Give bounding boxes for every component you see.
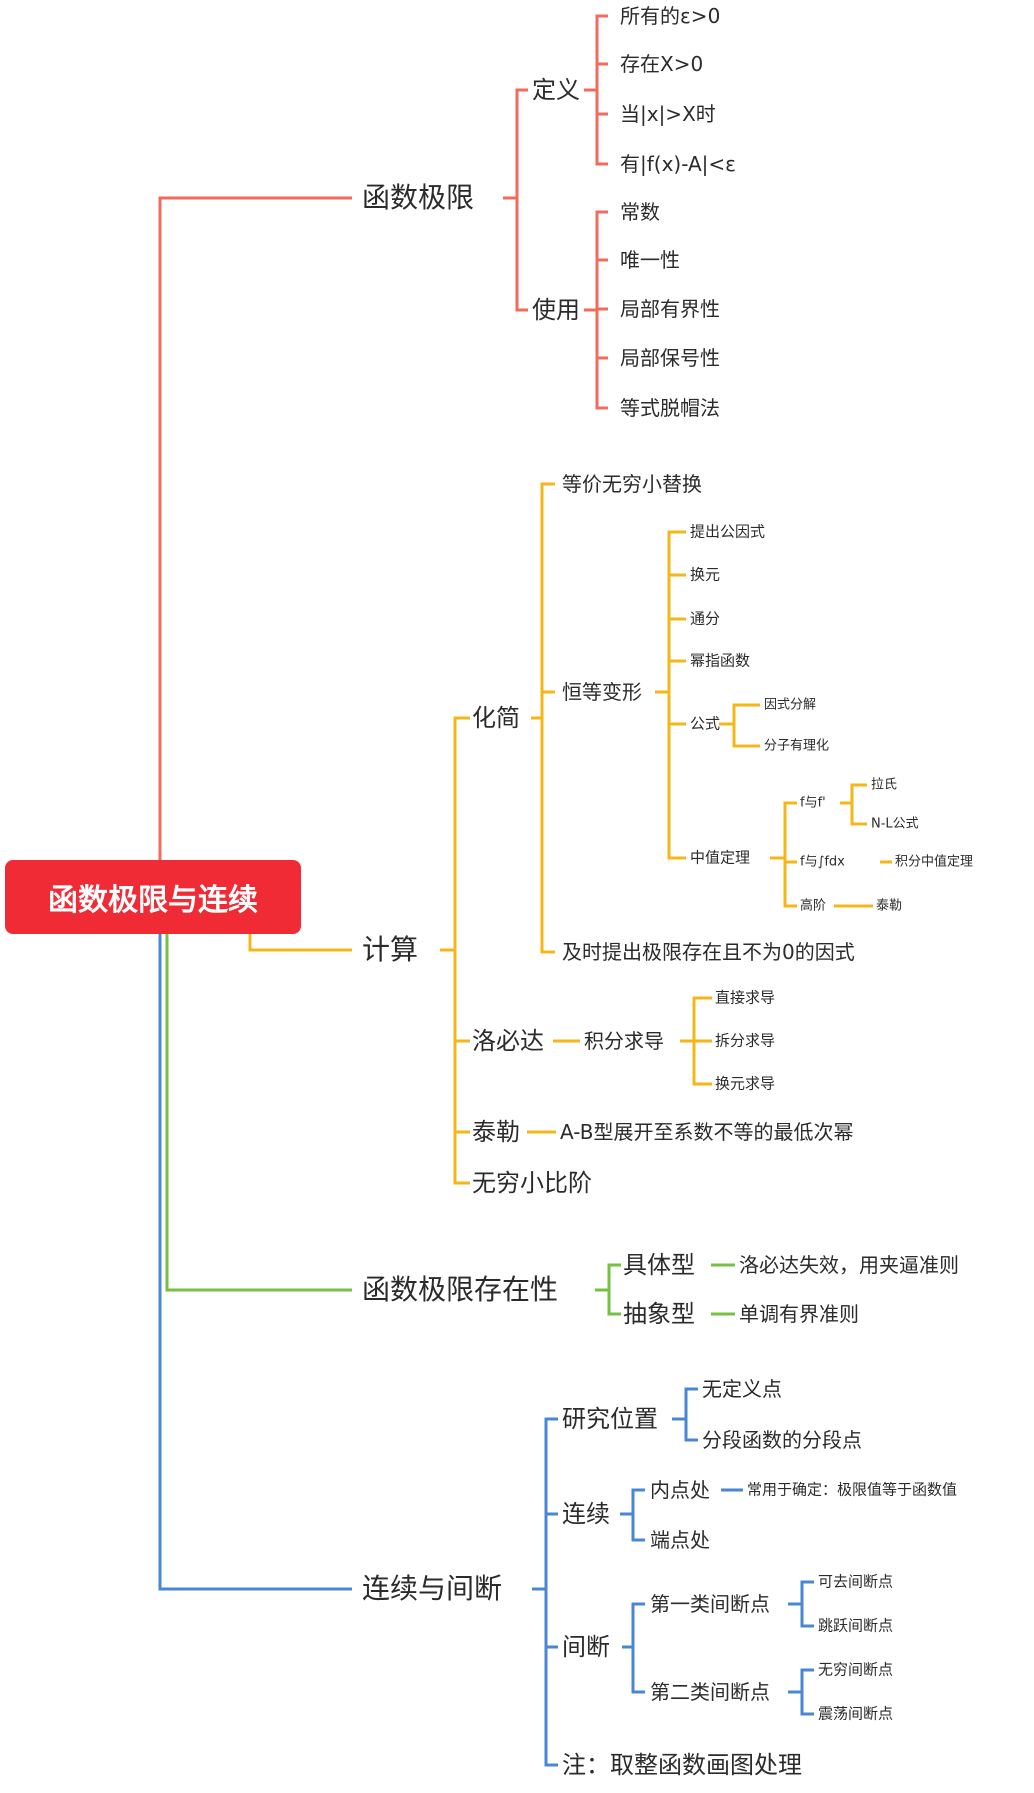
existence-concrete-node[interactable]: 具体型 [623,1251,695,1279]
abstract-item: 单调有界准则 [739,1302,859,1326]
usage-item: 常数 [620,200,660,224]
mvt-f-int[interactable]: f与∫fdx [800,854,845,870]
fprime-item: 拉氏 [871,777,898,793]
concrete-item: 洛必达失效，用夹逼准则 [739,1253,959,1277]
position-item: 无定义点 [702,1377,782,1401]
position-item: 分段函数的分段点 [702,1428,862,1452]
identity-item: 幂指函数 [690,651,751,670]
taylor-item: A-B型展开至系数不等的最低次幂 [560,1120,854,1144]
identity-mvt-node[interactable]: 中值定理 [690,848,751,867]
identity-item: 换元 [690,565,721,584]
branch-existence[interactable]: 函数极限存在性 [362,1273,559,1306]
second-kind-item: 无穷间断点 [818,1660,894,1679]
identity-formula-node[interactable]: 公式 [690,714,721,733]
continuity-discontinuous-node[interactable]: 间断 [562,1633,610,1661]
formula-item: 分子有理化 [764,738,830,754]
mvt-high-order[interactable]: 高阶 [800,898,827,914]
first-kind-item: 跳跃间断点 [818,1616,894,1635]
branch-calc[interactable]: 计算 [362,933,419,966]
continuous-interior-node[interactable]: 内点处 [650,1478,710,1502]
lhopital-item: 换元求导 [715,1074,776,1093]
definition-item: 当|x|>X时 [620,102,716,126]
usage-item: 等式脱帽法 [620,396,720,420]
definition-item: 所有的ε>0 [620,4,721,28]
discontinuous-second-node[interactable]: 第二类间断点 [650,1680,770,1704]
definition-item: 存在X>0 [620,52,704,76]
identity-item: 提出公因式 [690,522,766,541]
continuity-position-node[interactable]: 研究位置 [562,1405,658,1433]
existence-connectors [165,934,735,1316]
branch-limit[interactable]: 函数极限 [362,181,475,214]
existence-abstract-node[interactable]: 抽象型 [623,1300,695,1328]
continuity-connectors [158,934,814,1767]
continuous-endpoint: 端点处 [650,1528,710,1552]
first-kind-item: 可去间断点 [818,1572,894,1591]
definition-item: 有|f(x)-A|<ε [620,152,736,176]
formula-item: 因式分解 [764,697,817,713]
mvt-f-fprime[interactable]: f与f' [800,795,826,811]
calc-lhopital-node[interactable]: 洛必达 [472,1027,544,1055]
simplify-equiv: 等价无穷小替换 [562,472,702,496]
f-int-item: 积分中值定理 [895,854,974,870]
usage-item: 局部保号性 [620,346,720,370]
simplify-identity-node[interactable]: 恒等变形 [562,680,642,704]
interior-item: 常用于确定：极限值等于函数值 [747,1480,958,1499]
limit-usage-node[interactable]: 使用 [532,296,580,324]
usage-item: 局部有界性 [620,297,720,321]
root-node[interactable]: 函数极限与连续 [5,860,301,934]
high-order-item: 泰勒 [876,898,903,914]
continuity-continuous-node[interactable]: 连续 [562,1500,610,1528]
calc-taylor-node[interactable]: 泰勒 [472,1118,520,1146]
root-title: 函数极限与连续 [48,883,258,918]
discontinuous-first-node[interactable]: 第一类间断点 [650,1592,770,1616]
lhopital-item: 直接求导 [715,988,776,1007]
identity-item: 通分 [690,609,721,628]
lhopital-item: 拆分求导 [715,1031,776,1050]
limit-definition-node[interactable]: 定义 [532,76,580,104]
calc-connectors [248,482,892,1185]
branch-continuity[interactable]: 连续与间断 [362,1572,503,1605]
limit-connectors [158,14,608,860]
calc-infinitesimal[interactable]: 无穷小比阶 [472,1169,592,1197]
usage-item: 唯一性 [620,248,680,272]
second-kind-item: 震荡间断点 [818,1704,894,1723]
continuity-note: 注：取整函数画图处理 [562,1751,802,1779]
lhopital-integral-node[interactable]: 积分求导 [584,1029,664,1053]
fprime-item: N-L公式 [871,816,919,832]
calc-simplify-node[interactable]: 化简 [472,704,520,732]
simplify-factor: 及时提出极限存在且不为0的因式 [562,940,855,964]
